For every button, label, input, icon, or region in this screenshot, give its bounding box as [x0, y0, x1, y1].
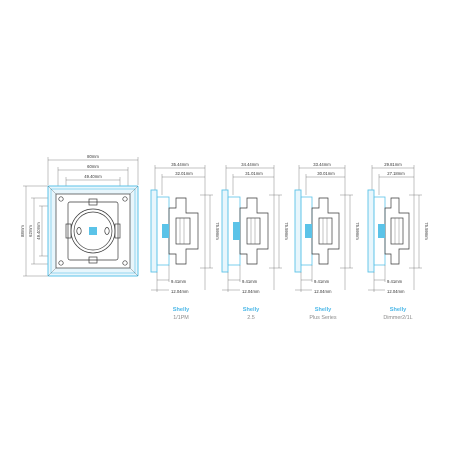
model-label: 2.5: [247, 315, 255, 321]
brand-label: Shelly: [315, 307, 332, 313]
depth-small-label: 9.41mm: [171, 279, 187, 284]
top-width-label: 29.81mm: [384, 162, 402, 167]
aperture-height-label: 49.40mm: [36, 222, 41, 240]
top-width-label: 33.44mm: [313, 162, 331, 167]
side-view-2: 34.44mm 31.01mm 75.59mm 9.41mm 12.04mm S…: [221, 162, 289, 321]
model-label: Plus Series: [309, 315, 337, 321]
outer-width-label: 80mm: [87, 154, 99, 159]
brand-label: Shelly: [390, 307, 407, 313]
inner-width-label: 27.18mm: [387, 171, 405, 176]
model-label: Dimmer2/1L: [383, 315, 412, 321]
outer-height-label: 88mm: [20, 225, 25, 237]
brand-label: Shelly: [173, 307, 190, 313]
height-label: 75.59mm: [424, 222, 429, 240]
model-label: 1/1PM: [173, 315, 189, 321]
top-width-label: 35.44mm: [171, 162, 189, 167]
height-label: 75.59mm: [215, 222, 220, 240]
depth-small-label: 9.41mm: [314, 279, 330, 284]
depth-plate-label: 12.04mm: [314, 289, 332, 294]
side-view-1: 35.44mm 32.01mm 75.59mm 9.41mm 12.04mm S…: [150, 162, 220, 321]
height-label: 75.59mm: [284, 222, 289, 240]
depth-plate-label: 12.04mm: [242, 289, 260, 294]
inner-width-label: 30.01mm: [317, 171, 335, 176]
inner-width-label: 60mm: [87, 164, 99, 169]
front-view: 80mm 60mm 49.40mm 88mm 62mm 49.40mm: [20, 154, 139, 277]
depth-small-label: 9.41mm: [242, 279, 258, 284]
aperture-width-label: 49.40mm: [84, 174, 102, 179]
side-view-4: 29.81mm 27.18mm 75.59mm 9.41mm 12.04mm S…: [367, 162, 429, 321]
height-label: 75.59mm: [355, 222, 360, 240]
brand-label: Shelly: [243, 307, 260, 313]
inner-height-label: 62mm: [28, 225, 33, 237]
top-width-label: 34.44mm: [241, 162, 259, 167]
relay-module: [89, 227, 97, 235]
depth-plate-label: 12.04mm: [387, 289, 405, 294]
depth-plate-label: 12.04mm: [171, 289, 189, 294]
inner-width-label: 32.01mm: [175, 171, 193, 176]
side-view-3: 33.44mm 30.01mm 75.59mm 9.41mm 12.04mm S…: [294, 162, 360, 321]
depth-small-label: 9.41mm: [387, 279, 403, 284]
inner-width-label: 31.01mm: [245, 171, 263, 176]
